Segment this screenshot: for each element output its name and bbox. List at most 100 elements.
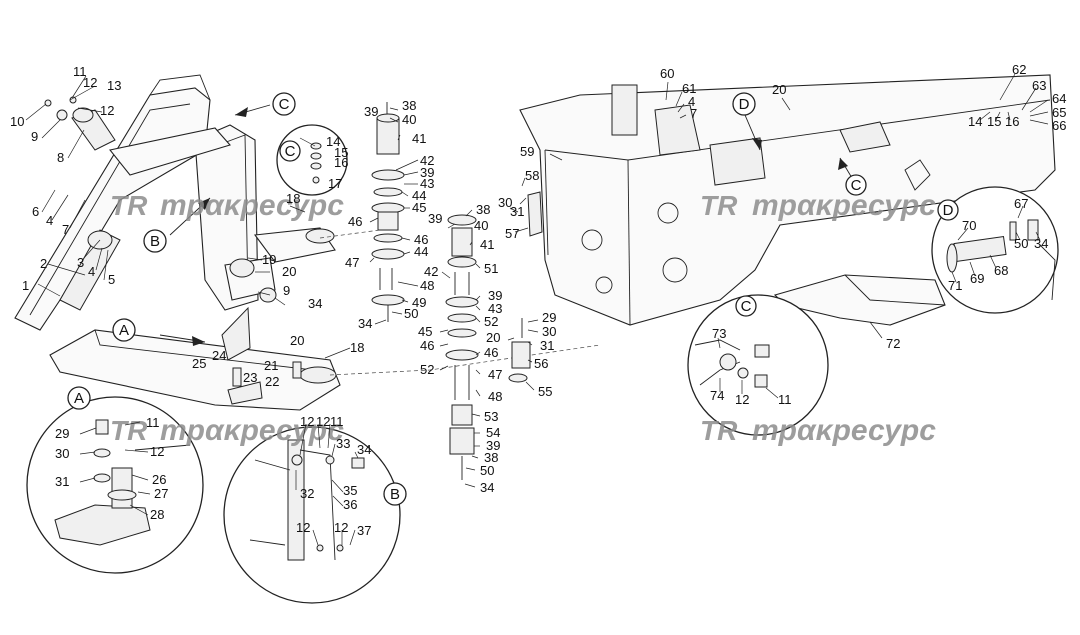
callout-17: 17 (328, 176, 342, 191)
view-label-c-detail: C (279, 140, 301, 162)
callout-31: 31 (540, 338, 554, 353)
section-arrows (159, 104, 853, 346)
svg-text:D: D (943, 202, 954, 219)
svg-text:C: C (741, 298, 752, 315)
callout-63: 63 (1032, 78, 1046, 93)
svg-text:трακресурс: трακресурс (160, 189, 344, 222)
callout-39: 39 (428, 211, 442, 226)
callout-45: 45 (418, 324, 432, 339)
callout-4: 4 (688, 94, 695, 109)
callout-20: 20 (290, 333, 304, 348)
callout-64: 64 (1052, 91, 1066, 106)
callout-54: 54 (486, 425, 500, 440)
svg-text:TR: TR (700, 190, 738, 221)
svg-text:B: B (390, 486, 400, 503)
svg-text:A: A (74, 390, 84, 407)
callout-67: 67 (1014, 196, 1028, 211)
view-label-b-detail: B (383, 482, 407, 506)
callout-46: 46 (414, 232, 428, 247)
callout-66: 66 (1052, 118, 1066, 133)
callout-49: 49 (412, 295, 426, 310)
callout-12: 12 (100, 103, 114, 118)
watermark-bottom-right: TR трακресурс (700, 414, 936, 447)
callout-16: 16 (334, 155, 348, 170)
watermark-top-right: TR трακресурс (700, 189, 936, 222)
callout-38: 38 (476, 202, 490, 217)
callout-45: 45 (412, 200, 426, 215)
callout-12: 12 (735, 392, 749, 407)
view-label-c-top: C (272, 92, 296, 116)
callout-46: 46 (348, 214, 362, 229)
callout-58: 58 (525, 168, 539, 183)
callout-21: 21 (264, 358, 278, 373)
callout-20: 20 (486, 330, 500, 345)
callout-35: 35 (343, 483, 357, 498)
callout-56: 56 (534, 356, 548, 371)
callout-74: 74 (710, 388, 724, 403)
callout-32: 32 (300, 486, 314, 501)
callout-14: 14 (968, 114, 982, 129)
callout-12: 12 (83, 75, 97, 90)
callout-15: 15 (334, 145, 348, 160)
callout-27: 27 (154, 486, 168, 501)
svg-text:TR: TR (700, 415, 738, 446)
callout-53: 53 (484, 409, 498, 424)
watermark-top-left: TR трακресурс (110, 189, 344, 222)
pivot-stack-right (445, 214, 479, 480)
callout-12: 12 (316, 414, 330, 429)
callout-23: 23 (243, 370, 257, 385)
callout-18: 18 (286, 191, 300, 206)
callout-40: 40 (474, 218, 488, 233)
callout-39: 39 (420, 165, 434, 180)
callout-39: 39 (488, 288, 502, 303)
svg-text:C: C (279, 96, 290, 113)
svg-text:трακресурс: трακресурс (160, 414, 344, 447)
callout-11: 11 (778, 392, 792, 407)
svg-text:C: C (851, 177, 862, 194)
callout-30: 30 (55, 446, 69, 461)
callout-15: 15 (987, 114, 1001, 129)
callout-42: 42 (424, 264, 438, 279)
callout-71: 71 (948, 278, 962, 293)
detail-circle-a (26, 396, 204, 574)
pivot-stack-left (371, 102, 405, 322)
callout-24: 24 (212, 348, 226, 363)
detail-circle-b (223, 426, 401, 604)
callout-59: 59 (520, 144, 534, 159)
svg-text:B: B (150, 233, 160, 250)
callout-65: 65 (1052, 105, 1066, 120)
view-label-d-main: D (732, 92, 756, 116)
view-label-b-main: B (143, 229, 167, 253)
view-label-a-main: A (112, 318, 136, 342)
svg-text:A: A (119, 322, 129, 339)
callout-50: 50 (1014, 236, 1028, 251)
view-label-d-detail: D (937, 199, 959, 221)
callout-48: 48 (488, 389, 502, 404)
callout-19: 19 (262, 252, 276, 267)
callout-6: 6 (32, 204, 39, 219)
callout-52: 52 (484, 314, 498, 329)
callout-62: 62 (1012, 62, 1026, 77)
callout-60: 60 (660, 66, 674, 81)
callout-29: 29 (542, 310, 556, 325)
callout-5: 5 (108, 272, 115, 287)
callout-70: 70 (962, 218, 976, 233)
callout-30: 30 (542, 324, 556, 339)
svg-text:D: D (739, 96, 750, 113)
callout-1: 1 (22, 278, 29, 293)
callout-2: 2 (40, 256, 47, 271)
callout-42: 42 (420, 153, 434, 168)
svg-text:трακресурс: трακресурс (752, 189, 936, 222)
callout-69: 69 (970, 271, 984, 286)
callout-22: 22 (265, 374, 279, 389)
callout-34: 34 (308, 296, 322, 311)
callout-47: 47 (345, 255, 359, 270)
callout-39: 39 (364, 104, 378, 119)
view-label-c-frame: C (845, 174, 867, 196)
callout-33: 33 (336, 436, 350, 451)
callout-16: 16 (1005, 114, 1019, 129)
callout-44: 44 (412, 188, 426, 203)
main-frame (519, 74, 1056, 326)
callout-34: 34 (358, 316, 372, 331)
callout-51: 51 (484, 261, 498, 276)
